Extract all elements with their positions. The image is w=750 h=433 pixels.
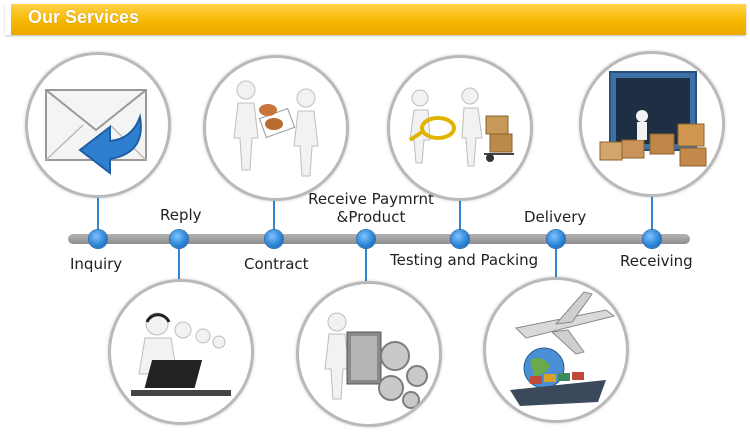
step-label-delivery: Delivery	[524, 208, 587, 226]
step-label-contract: Contract	[244, 255, 309, 273]
step-image-receiving	[579, 51, 725, 197]
step-label-reply: Reply	[160, 206, 202, 224]
connector-contract	[273, 196, 275, 234]
step-image-inquiry	[25, 52, 171, 198]
timeline-node-receiving	[643, 230, 661, 248]
handshake-contract-icon	[233, 80, 319, 177]
connector-inquiry	[97, 192, 99, 234]
connector-receiving	[651, 192, 653, 234]
magnifier-inspection-icon	[408, 87, 514, 167]
timeline-node-contract	[265, 230, 283, 248]
connector-reply	[178, 244, 180, 279]
timeline-node-payment	[357, 230, 375, 248]
step-label-testing: Testing and Packing	[390, 251, 539, 269]
timeline-node-delivery	[547, 230, 565, 248]
step-image-delivery	[483, 277, 629, 423]
timeline-bar	[68, 234, 690, 244]
step-image-contract	[203, 55, 349, 201]
header-bar	[5, 4, 746, 35]
call-center-icon	[131, 312, 231, 396]
connector-payment	[365, 244, 367, 281]
step-image-reply	[108, 279, 254, 425]
connector-delivery	[555, 244, 557, 277]
container-boxes-icon	[599, 71, 707, 167]
connector-testing	[459, 196, 461, 234]
step-label-receiving: Receiving	[620, 252, 693, 270]
timeline-node-inquiry	[89, 230, 107, 248]
step-image-testing	[387, 55, 533, 201]
header-accent	[5, 4, 11, 35]
gears-production-icon	[324, 312, 428, 409]
step-image-payment	[296, 281, 442, 427]
step-label-payment: Receive Paymrnt &Product	[308, 190, 434, 226]
step-label-inquiry: Inquiry	[70, 255, 123, 273]
envelope-reply-icon	[45, 89, 147, 176]
plane-ship-globe-icon	[510, 291, 616, 406]
page-title: Our Services	[28, 7, 140, 27]
timeline-node-testing	[451, 230, 469, 248]
timeline-node-reply	[170, 230, 188, 248]
